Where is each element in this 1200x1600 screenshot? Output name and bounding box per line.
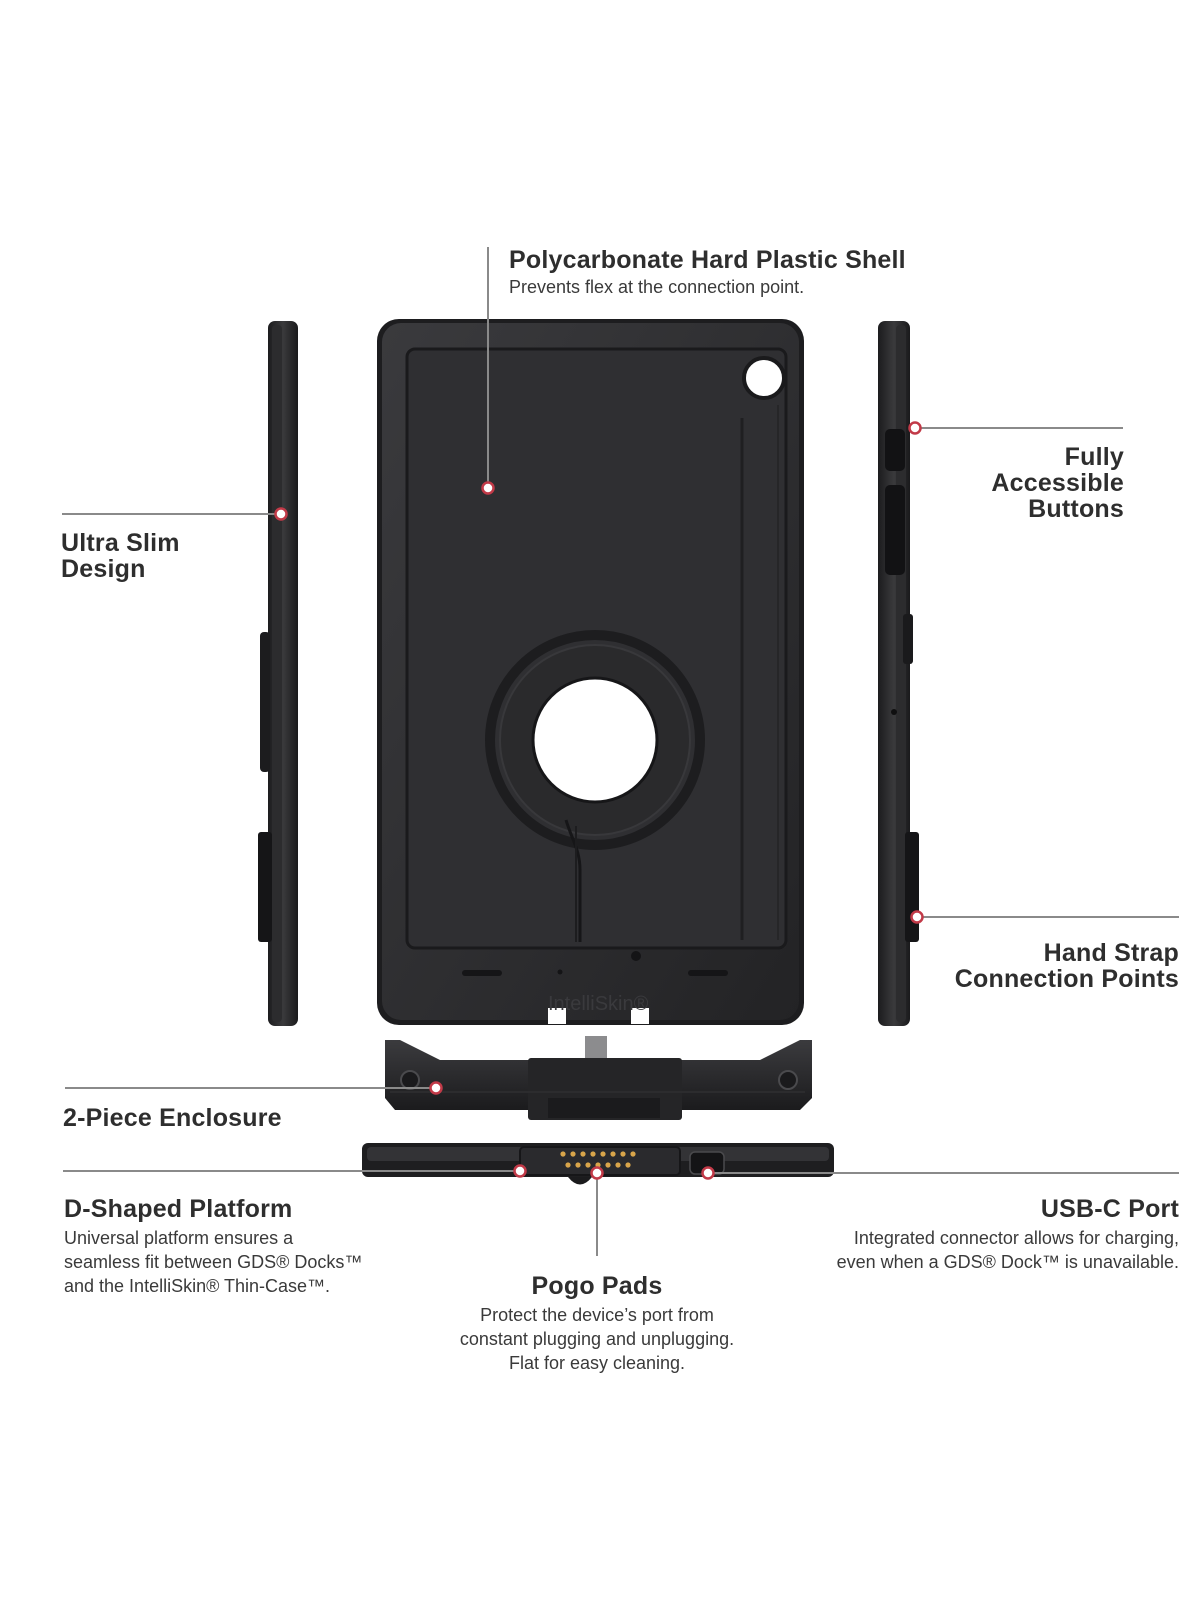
pogo-description: Protect the device’s port from constant … (459, 1305, 735, 1373)
shell-description: Prevents flex at the connection point. (509, 277, 805, 297)
intelliskin-logo: IntelliSkin® (548, 993, 649, 1015)
callout-usbc: USB-C Port Integrated connector allows f… (760, 1196, 1179, 1274)
marker-enclosure (429, 1081, 443, 1095)
marker-shell (481, 481, 495, 495)
callout-shell: Polycarbonate Hard Plastic Shell Prevent… (509, 247, 906, 299)
mount-ring (485, 630, 705, 850)
feature-markers (274, 421, 924, 1180)
marker-pogo (590, 1166, 604, 1180)
marker-strap (910, 910, 924, 924)
pogo-title: Pogo Pads (531, 1272, 663, 1300)
marker-buttons (908, 421, 922, 435)
callout-enclosure-title: 2-Piece Enclosure (63, 1104, 282, 1132)
marker-platform (513, 1164, 527, 1178)
marker-usbc (701, 1166, 715, 1180)
leader-lines (62, 247, 1179, 1256)
case-left-profile (258, 321, 298, 1026)
platform-description: Universal platform ensures a seamless fi… (64, 1228, 363, 1296)
marker-slim (274, 507, 288, 521)
side-button-lower (885, 485, 905, 575)
callout-buttons-title: Fully Accessible Buttons (991, 443, 1124, 523)
d-shaped-platform (362, 1143, 834, 1185)
pogo-pads (560, 1151, 636, 1168)
usbc-title: USB-C Port (1040, 1195, 1179, 1223)
side-button-upper (885, 429, 905, 471)
callout-platform: D-Shaped Platform Universal platform ens… (64, 1196, 362, 1298)
platform-title: D-Shaped Platform (64, 1195, 293, 1223)
usbc-description: Integrated connector allows for charging… (836, 1228, 1179, 1272)
case-right-profile (878, 321, 919, 1026)
shell-title: Polycarbonate Hard Plastic Shell (509, 246, 906, 274)
callout-slim-title: Ultra Slim Design (61, 529, 180, 583)
center-cutout (531, 676, 659, 804)
bottom-enclosure-piece (385, 1036, 812, 1120)
case-front-view (377, 319, 804, 1025)
camera-cutout (742, 356, 786, 400)
callout-strap-title: Hand Strap Connection Points (954, 939, 1179, 993)
callout-pogo: Pogo Pads Protect the device’s port from… (397, 1273, 797, 1375)
